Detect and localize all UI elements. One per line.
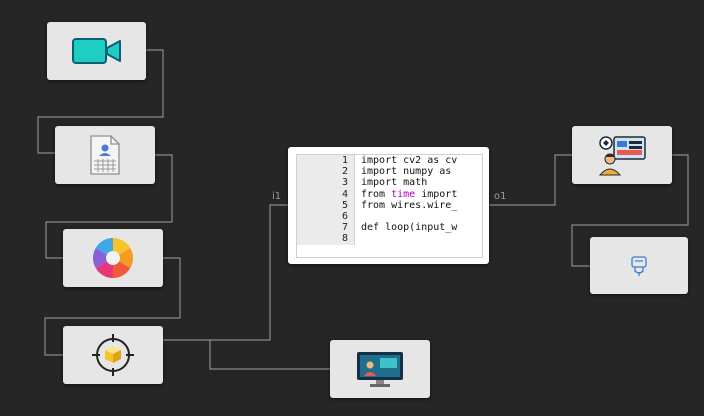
node-target-cube[interactable] xyxy=(63,326,163,384)
code-text xyxy=(355,233,361,244)
video-camera-icon xyxy=(71,38,121,64)
line-number: 1 xyxy=(297,155,355,167)
line-number: 5 xyxy=(297,199,355,211)
code-text: from wires.wire_ xyxy=(355,200,457,211)
code-editor[interactable]: 1 import cv2 as cv 2 import numpy as 3 import… xyxy=(296,154,483,258)
code-segment: from wires.wire_ xyxy=(361,199,458,211)
code-segment: import numpy as xyxy=(361,166,452,178)
code-segment: import math xyxy=(361,177,428,189)
code-keyword: time xyxy=(391,188,416,200)
wire-colorwheel-to-target xyxy=(44,257,181,356)
node-device[interactable] xyxy=(590,237,688,294)
code-segment: import xyxy=(415,188,458,200)
node-camera[interactable] xyxy=(47,22,146,80)
computer-monitor-icon xyxy=(357,352,403,387)
line-number: 6 xyxy=(297,210,355,223)
line-number: 8 xyxy=(297,233,355,245)
code-text: from time import xyxy=(355,189,457,200)
wire-idcard-to-colorwheel xyxy=(45,154,173,259)
line-number: 4 xyxy=(297,188,355,200)
person-dashboard-icon xyxy=(598,136,646,176)
wire-dashboard-to-device xyxy=(571,154,689,267)
crosshair-cube-icon xyxy=(92,334,134,376)
wire-camera-to-idcard xyxy=(37,49,164,154)
node-python-code[interactable]: 1 import cv2 as cv 2 import numpy as 3 import… xyxy=(288,147,489,264)
code-text: import numpy as xyxy=(355,166,451,177)
code-text xyxy=(355,211,361,222)
code-line: 3 import math xyxy=(297,177,482,189)
node-person-dashboard[interactable] xyxy=(572,126,672,184)
code-segment: def loop(input_w xyxy=(361,222,458,234)
code-text: def loop(input_w xyxy=(355,222,457,233)
line-number: 7 xyxy=(297,222,355,234)
wire-target-to-code xyxy=(163,204,288,341)
node-monitor[interactable] xyxy=(330,340,430,398)
node-color-wheel[interactable] xyxy=(63,229,163,287)
input-port-label: i1 xyxy=(272,191,282,202)
code-line: 7 def loop(input_w xyxy=(297,222,482,234)
node-id-card[interactable] xyxy=(55,126,155,184)
line-number: 3 xyxy=(297,177,355,189)
device-icon xyxy=(631,255,647,276)
code-text: import math xyxy=(355,177,427,188)
code-text: import cv2 as cv xyxy=(355,155,457,166)
code-line: 2 import numpy as xyxy=(297,166,482,178)
document-user-icon xyxy=(90,135,120,175)
wire-code-to-dashboard xyxy=(489,154,572,206)
color-wheel-icon xyxy=(93,238,133,278)
code-line: 6 xyxy=(297,210,482,223)
code-line: 5 from wires.wire_ xyxy=(297,199,482,211)
wire-monitor-to-target xyxy=(209,340,330,370)
output-port-label: o1 xyxy=(494,191,507,202)
code-segment: from xyxy=(361,188,392,200)
code-segment: import cv2 as cv xyxy=(361,155,458,166)
code-line: 8 xyxy=(297,233,482,245)
line-number: 2 xyxy=(297,166,355,178)
code-line: 1 import cv2 as cv xyxy=(297,155,482,167)
